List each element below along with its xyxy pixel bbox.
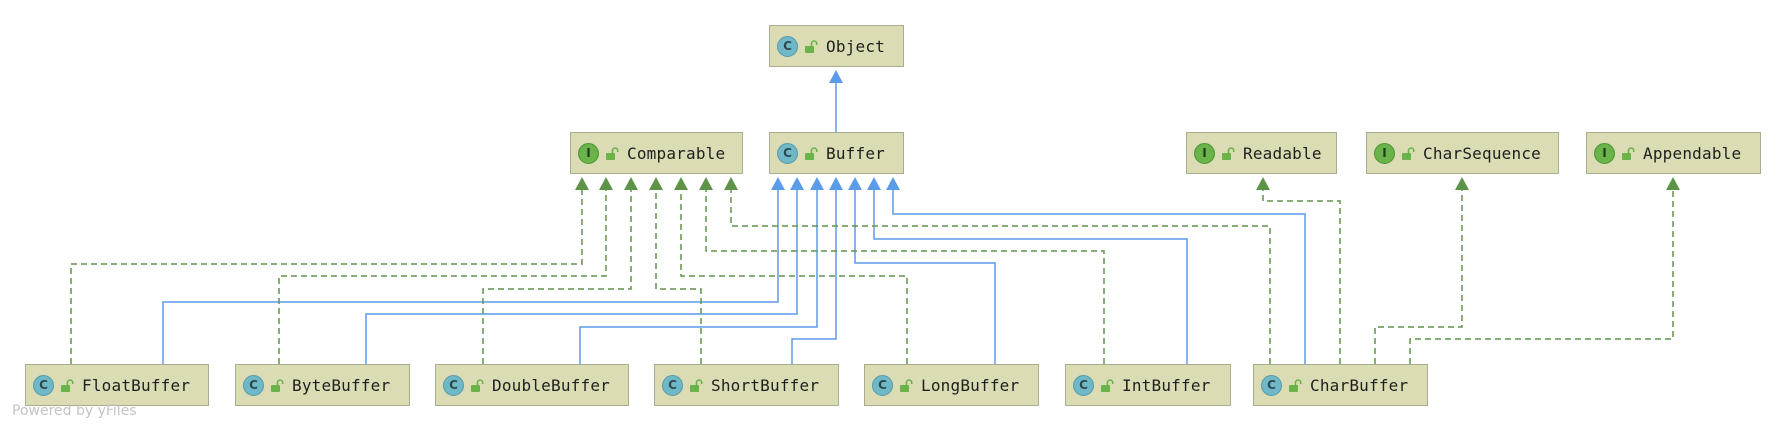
arrowhead-shortbuffer-to-buffer — [829, 177, 843, 190]
class-kind-icon: C — [443, 374, 464, 396]
unlock-icon — [1221, 146, 1235, 160]
edge-charbuffer-implements-readable — [1262, 190, 1341, 364]
unlock-icon — [899, 378, 913, 392]
node-label: IntBuffer — [1122, 375, 1211, 395]
unlock-icon — [1621, 146, 1635, 160]
node-longbuffer[interactable]: C LongBuffer — [864, 364, 1039, 406]
node-buffer[interactable]: C Buffer — [769, 132, 904, 174]
unlock-icon — [60, 378, 74, 392]
arrowhead-longbuffer-to-comparable — [674, 177, 688, 190]
class-kind-icon: C — [777, 142, 798, 164]
node-label: ShortBuffer — [711, 375, 820, 395]
edge-longbuffer-extends-buffer — [854, 190, 996, 364]
class-kind-icon: C — [662, 374, 683, 396]
class-kind-icon: C — [1073, 374, 1094, 396]
unlock-icon — [1288, 378, 1302, 392]
arrowhead-bytebuffer-to-comparable — [599, 177, 613, 190]
class-kind-icon: C — [777, 35, 798, 57]
arrowhead-shortbuffer-to-comparable — [649, 177, 663, 190]
interface-kind-icon: I — [1594, 142, 1615, 164]
node-label: ByteBuffer — [292, 375, 391, 395]
node-label: Appendable — [1643, 143, 1742, 163]
edge-shortbuffer-implements-comparable — [655, 190, 702, 364]
arrowhead-buffer-to-object — [829, 70, 843, 83]
arrowhead-intbuffer-to-comparable — [699, 177, 713, 190]
arrowhead-floatbuffer-to-comparable — [575, 177, 589, 190]
arrowhead-doublebuffer-to-comparable — [624, 177, 638, 190]
node-label: CharSequence — [1423, 143, 1541, 163]
unlock-icon — [1100, 378, 1114, 392]
arrowhead-charbuffer-to-appendable — [1666, 177, 1680, 190]
edge-bytebuffer-implements-comparable — [278, 190, 607, 364]
interface-kind-icon: I — [1194, 142, 1215, 164]
node-label: CharBuffer — [1310, 375, 1409, 395]
edge-charbuffer-implements-appendable — [1409, 190, 1674, 364]
edge-charbuffer-implements-charsequence — [1374, 190, 1463, 364]
arrowhead-longbuffer-to-buffer — [848, 177, 862, 190]
node-label: Buffer — [826, 143, 885, 163]
node-readable[interactable]: I Readable — [1186, 132, 1337, 174]
arrowhead-doublebuffer-to-buffer — [810, 177, 824, 190]
edge-charbuffer-extends-buffer — [892, 190, 1306, 364]
unlock-icon — [804, 39, 818, 53]
edge-floatbuffer-extends-buffer — [162, 190, 779, 364]
class-kind-icon: C — [872, 374, 893, 396]
node-label: Comparable — [627, 143, 726, 163]
arrowhead-charbuffer-to-comparable — [724, 177, 738, 190]
arrowhead-charbuffer-to-buffer — [886, 177, 900, 190]
arrowhead-floatbuffer-to-buffer — [771, 177, 785, 190]
interface-kind-icon: I — [578, 142, 599, 164]
edge-shortbuffer-extends-buffer — [791, 190, 837, 364]
class-kind-icon: C — [33, 374, 54, 396]
node-charsequence[interactable]: I CharSequence — [1366, 132, 1559, 174]
edge-doublebuffer-implements-comparable — [482, 190, 632, 364]
diagram-edges — [70, 83, 1674, 364]
unlock-icon — [470, 378, 484, 392]
edge-bytebuffer-extends-buffer — [365, 190, 798, 364]
node-appendable[interactable]: I Appendable — [1586, 132, 1761, 174]
edge-charbuffer-implements-comparable — [730, 190, 1271, 364]
diagram-arrowheads — [575, 70, 1680, 190]
arrowhead-charbuffer-to-charsequence — [1455, 177, 1469, 190]
node-charbuffer[interactable]: C CharBuffer — [1253, 364, 1428, 406]
unlock-icon — [689, 378, 703, 392]
edge-intbuffer-implements-comparable — [705, 190, 1105, 364]
arrowhead-charbuffer-to-readable — [1256, 177, 1270, 190]
unlock-icon — [1401, 146, 1415, 160]
node-intbuffer[interactable]: C IntBuffer — [1065, 364, 1231, 406]
interface-kind-icon: I — [1374, 142, 1395, 164]
arrowhead-intbuffer-to-buffer — [867, 177, 881, 190]
node-floatbuffer[interactable]: C FloatBuffer — [25, 364, 209, 406]
arrowhead-bytebuffer-to-buffer — [790, 177, 804, 190]
node-object[interactable]: C Object — [769, 25, 904, 67]
unlock-icon — [605, 146, 619, 160]
watermark: Powered by yFiles — [12, 403, 137, 419]
edge-floatbuffer-implements-comparable — [70, 190, 583, 364]
node-bytebuffer[interactable]: C ByteBuffer — [235, 364, 410, 406]
node-label: Object — [826, 36, 885, 56]
edge-doublebuffer-extends-buffer — [579, 190, 818, 364]
node-comparable[interactable]: I Comparable — [570, 132, 743, 174]
node-label: Readable — [1243, 143, 1322, 163]
node-label: FloatBuffer — [82, 375, 191, 395]
unlock-icon — [804, 146, 818, 160]
node-doublebuffer[interactable]: C DoubleBuffer — [435, 364, 629, 406]
edge-longbuffer-implements-comparable — [680, 190, 908, 364]
node-shortbuffer[interactable]: C ShortBuffer — [654, 364, 839, 406]
node-label: DoubleBuffer — [492, 375, 610, 395]
node-label: LongBuffer — [921, 375, 1020, 395]
unlock-icon — [270, 378, 284, 392]
edge-intbuffer-extends-buffer — [873, 190, 1188, 364]
class-kind-icon: C — [243, 374, 264, 396]
class-kind-icon: C — [1261, 374, 1282, 396]
